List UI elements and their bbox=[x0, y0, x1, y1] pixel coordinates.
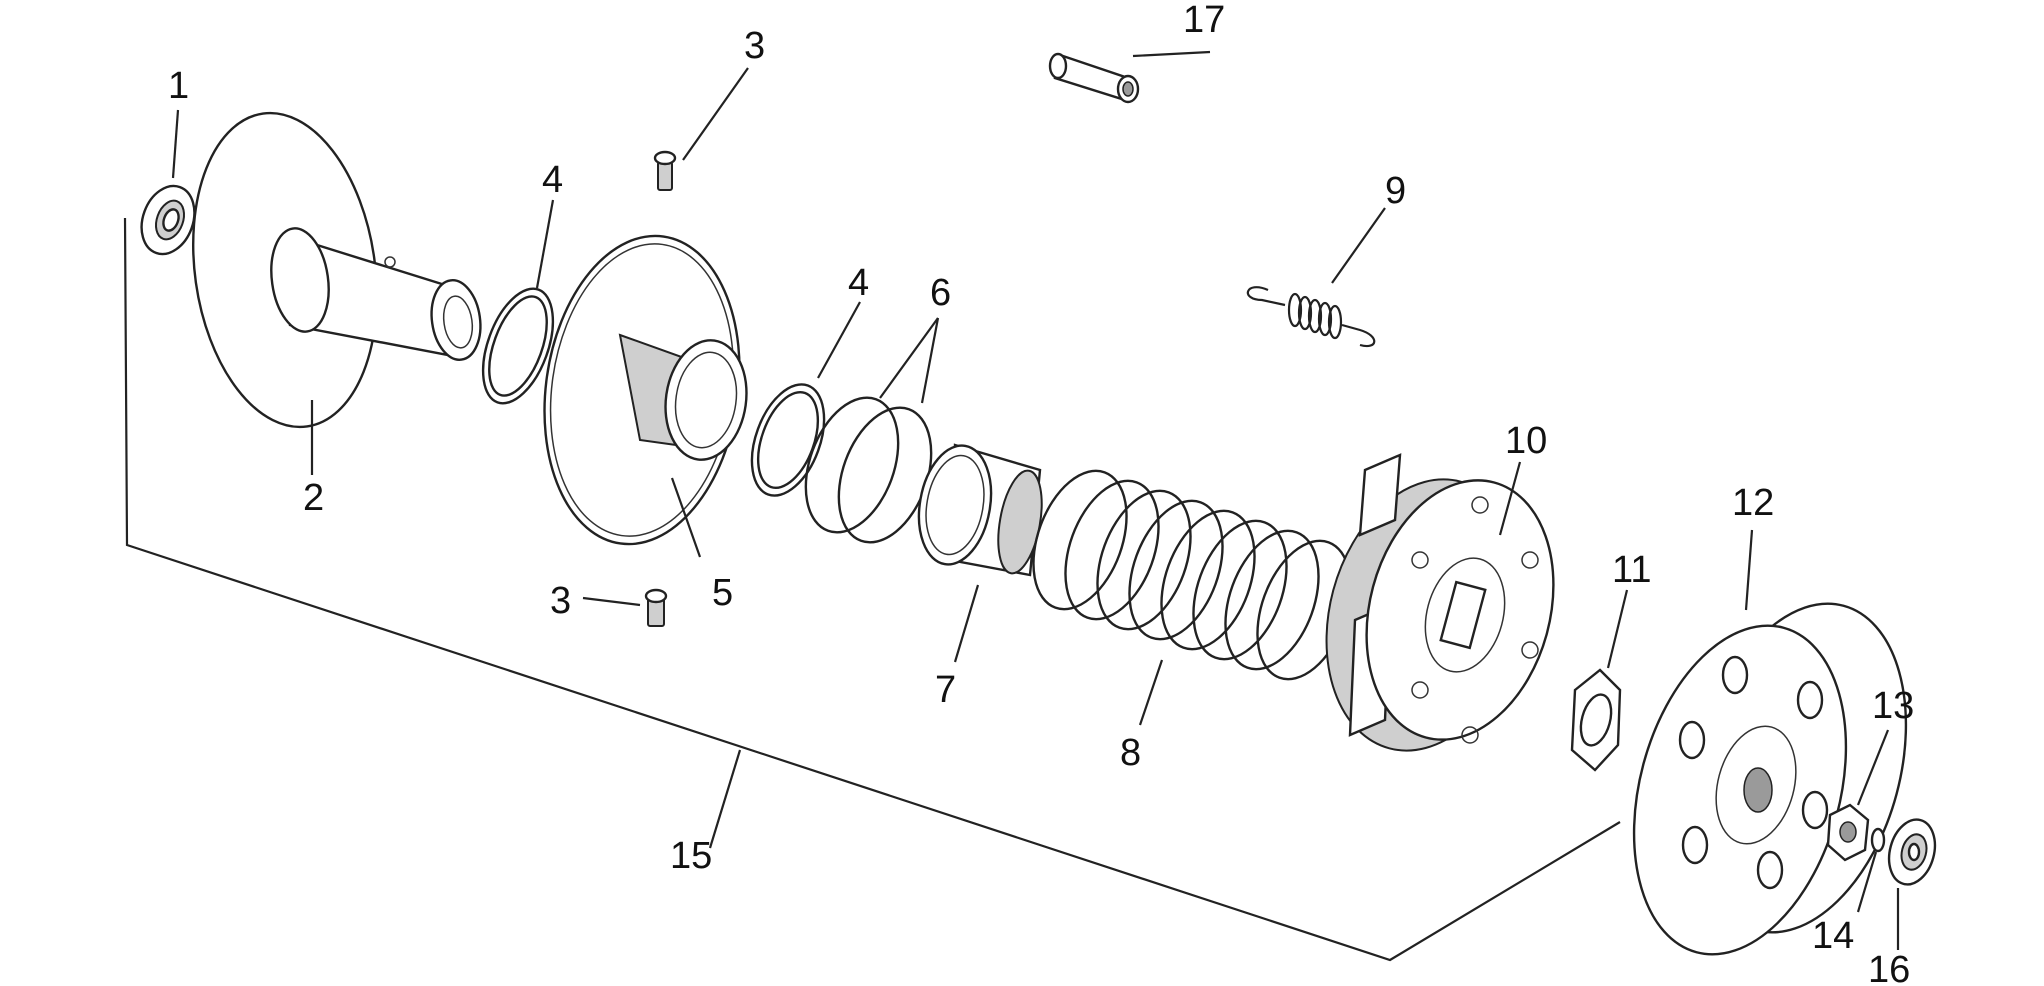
part-12-clutch-bell bbox=[1632, 602, 1908, 956]
label-15: 15 bbox=[670, 835, 712, 877]
label-6: 6 bbox=[930, 272, 951, 314]
label-2: 2 bbox=[303, 477, 324, 519]
part-16-seal bbox=[1887, 818, 1937, 886]
label-4-right: 4 bbox=[848, 262, 869, 304]
part-3-lower-pin bbox=[644, 588, 668, 627]
leader-lines bbox=[171, 50, 1900, 950]
label-4-left: 4 bbox=[542, 159, 563, 201]
label-12: 12 bbox=[1732, 482, 1774, 524]
label-1: 1 bbox=[168, 65, 189, 107]
part-1-seal bbox=[140, 184, 196, 256]
label-3-upper: 3 bbox=[744, 25, 765, 67]
part-4-ring-a bbox=[481, 287, 555, 405]
label-7: 7 bbox=[935, 669, 956, 711]
callout-labels: 1 2 3 3 4 4 5 6 7 8 9 10 11 12 13 14 15 … bbox=[168, 0, 1914, 986]
part-5-movable-pulley bbox=[543, 234, 748, 546]
part-17-bushing bbox=[1048, 52, 1140, 104]
part-7-sleeve bbox=[917, 443, 1043, 577]
label-11: 11 bbox=[1612, 549, 1651, 591]
assembly-bracket bbox=[123, 217, 1621, 962]
label-5: 5 bbox=[712, 572, 733, 614]
part-11-nut bbox=[1570, 668, 1622, 772]
label-9: 9 bbox=[1385, 170, 1406, 212]
part-4-ring-b bbox=[750, 383, 826, 497]
part-14-washer bbox=[1870, 827, 1886, 853]
part-8-spring bbox=[1032, 469, 1352, 681]
part-13-nut bbox=[1826, 803, 1870, 862]
label-16: 16 bbox=[1868, 949, 1910, 986]
label-3-lower: 3 bbox=[550, 580, 571, 622]
label-14: 14 bbox=[1812, 915, 1854, 957]
label-10: 10 bbox=[1505, 420, 1547, 462]
part-2-fixed-pulley bbox=[192, 111, 482, 429]
label-13: 13 bbox=[1872, 685, 1914, 727]
part-3-upper-pin bbox=[653, 150, 677, 191]
part-10-clutch bbox=[1325, 453, 1555, 752]
part-9-small-spring bbox=[1246, 286, 1376, 348]
label-17: 17 bbox=[1183, 0, 1225, 41]
label-8: 8 bbox=[1120, 732, 1141, 774]
